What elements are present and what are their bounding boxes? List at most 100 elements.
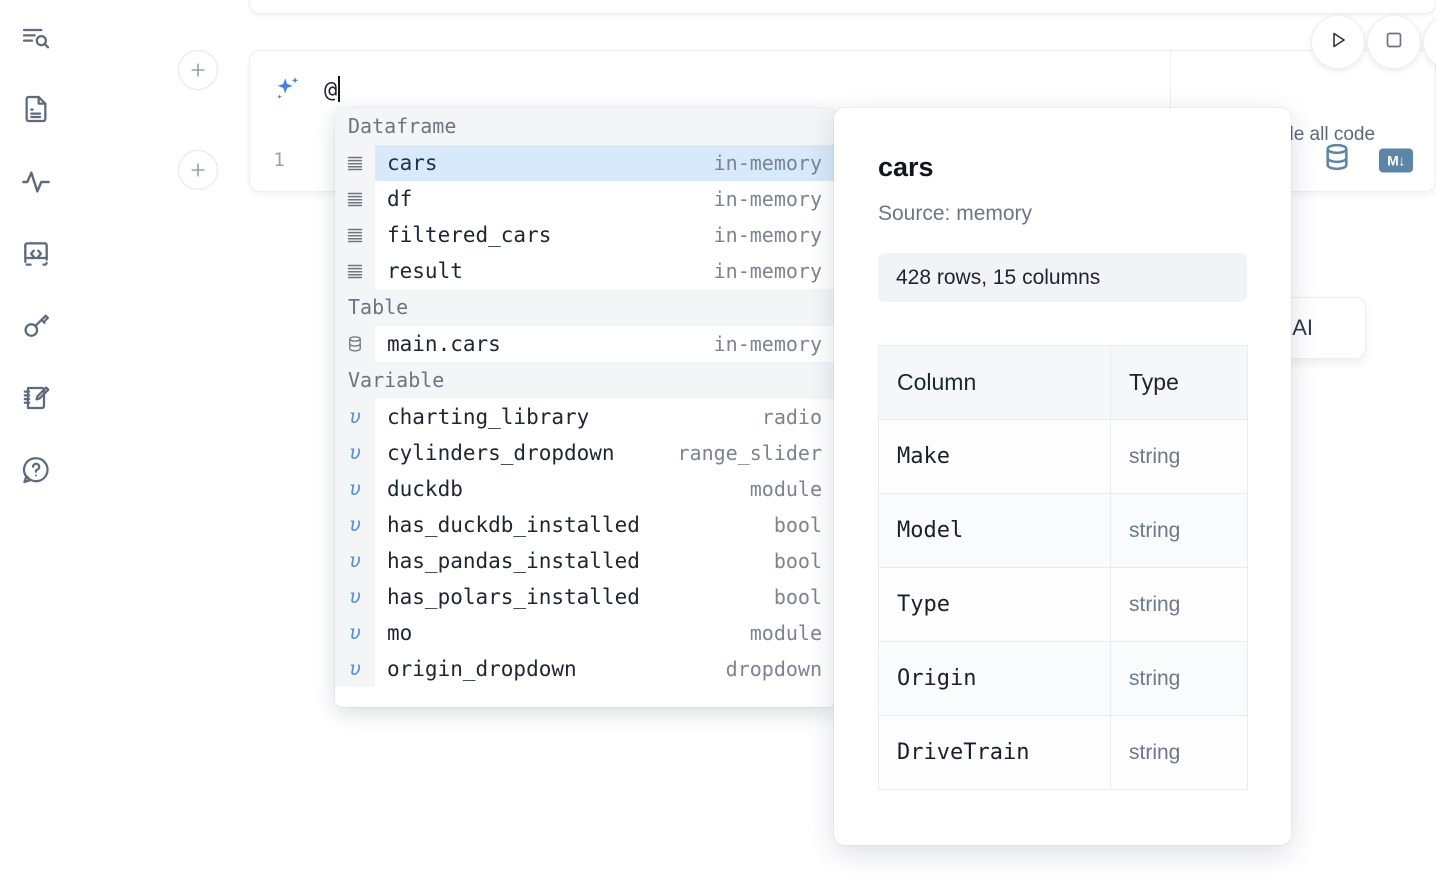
autocomplete-item-type: module [749, 621, 822, 645]
explore-icon [20, 22, 52, 54]
schema-column-name: DriveTrain [878, 715, 1111, 790]
cell-output-icons: M↓ [1321, 142, 1413, 179]
ai-prompt-input-row[interactable]: @ [250, 51, 1171, 128]
code-icon [20, 238, 52, 270]
run-cell-button[interactable] [1311, 15, 1365, 69]
autocomplete-item[interactable]: filtered_cars in-memory [335, 217, 835, 253]
sidebar-rail [0, 0, 72, 874]
autocomplete-item-name: result [387, 259, 463, 283]
line-number: 1 [273, 149, 285, 171]
variable-icon: υ [335, 615, 375, 651]
sidebar-item-snippets[interactable] [14, 232, 58, 276]
autocomplete-item-name: cylinders_dropdown [387, 441, 615, 465]
schema-column-type: string [1110, 641, 1248, 716]
autocomplete-group-header: Table [335, 289, 835, 326]
dataframe-icon [335, 253, 375, 289]
schema-column-type: string [1110, 493, 1248, 568]
autocomplete-item[interactable]: υ cylinders_dropdown range_slider [335, 435, 835, 471]
previous-cell [249, 0, 1436, 14]
autocomplete-item-type: in-memory [713, 259, 822, 283]
autocomplete-item-type: bool [773, 549, 822, 573]
schema-column-type: string [1110, 715, 1248, 790]
play-icon [1326, 28, 1350, 57]
autocomplete-item-type: module [749, 477, 822, 501]
autocomplete-item[interactable]: main.cars in-memory [335, 326, 835, 362]
dataset-shape-badge: 428 rows, 15 columns [878, 253, 1247, 302]
schema-column-name: Type [878, 567, 1111, 642]
markdown-icon[interactable]: M↓ [1379, 148, 1413, 172]
dataframe-icon [335, 181, 375, 217]
stop-icon [1383, 29, 1405, 56]
variable-icon: υ [335, 579, 375, 615]
autocomplete-item-name: df [387, 187, 413, 211]
ai-prompt-input[interactable]: @ [324, 76, 341, 103]
add-cell-below-button[interactable] [178, 150, 218, 190]
sidebar-item-explore[interactable] [14, 16, 58, 60]
table-header-row: Column Type [878, 345, 1248, 420]
variable-icon: υ [335, 435, 375, 471]
help-icon [20, 454, 52, 486]
dataset-title: cars [878, 152, 934, 182]
autocomplete-item-type: in-memory [713, 332, 822, 356]
schema-column-name: Make [878, 419, 1111, 494]
variable-icon: υ [335, 651, 375, 687]
autocomplete-item-type: dropdown [725, 657, 822, 681]
dataset-info-panel: cars Source: memory 428 rows, 15 columns… [834, 108, 1291, 845]
activity-icon [20, 166, 52, 198]
autocomplete-group-header: Dataframe [335, 108, 835, 145]
sidebar-item-help[interactable] [14, 448, 58, 492]
database-icon[interactable] [1321, 142, 1353, 179]
autocomplete-item-type: in-memory [713, 223, 822, 247]
sidebar-item-scratchpad[interactable] [14, 376, 58, 420]
autocomplete-group-header: Variable [335, 362, 835, 399]
key-icon [20, 310, 52, 342]
autocomplete-item-name: duckdb [387, 477, 463, 501]
autocomplete-item-name: filtered_cars [387, 223, 552, 247]
autocomplete-item-name: has_duckdb_installed [387, 513, 640, 537]
autocomplete-item-name: cars [387, 151, 438, 175]
variable-icon: υ [335, 507, 375, 543]
autocomplete-item-type: range_slider [677, 441, 823, 465]
autocomplete-item[interactable]: υ origin_dropdown dropdown [335, 651, 835, 687]
autocomplete-item-name: main.cars [387, 332, 501, 356]
autocomplete-item-name: origin_dropdown [387, 657, 577, 681]
column-header-type: Type [1110, 345, 1248, 420]
schema-column-name: Origin [878, 641, 1111, 716]
variable-icon: υ [335, 543, 375, 579]
autocomplete-item-type: in-memory [713, 187, 822, 211]
sidebar-item-notebook[interactable] [14, 87, 58, 131]
stop-cell-button[interactable] [1367, 15, 1421, 69]
sidebar-item-secrets[interactable] [14, 304, 58, 348]
plus-icon [188, 160, 208, 180]
dataset-source: Source: memory [878, 202, 1033, 225]
sidebar-item-activity[interactable] [14, 160, 58, 204]
code-editor-row[interactable]: 1 M↓ [250, 128, 1436, 192]
variable-icon: υ [335, 471, 375, 507]
autocomplete-item-type: radio [761, 405, 822, 429]
add-cell-above-button[interactable] [178, 50, 218, 90]
text-caret [338, 76, 341, 102]
autocomplete-item-name: has_polars_installed [387, 585, 640, 609]
plus-icon [188, 60, 208, 80]
dataframe-icon [335, 145, 375, 181]
autocomplete-item-name: charting_library [387, 405, 590, 429]
autocomplete-item[interactable]: υ has_pandas_installed bool [335, 543, 835, 579]
autocomplete-item-name: has_pandas_installed [387, 549, 640, 573]
autocomplete-item[interactable]: result in-memory [335, 253, 835, 289]
autocomplete-item[interactable]: df in-memory [335, 181, 835, 217]
markdown-badge-letter: M [1387, 152, 1399, 168]
